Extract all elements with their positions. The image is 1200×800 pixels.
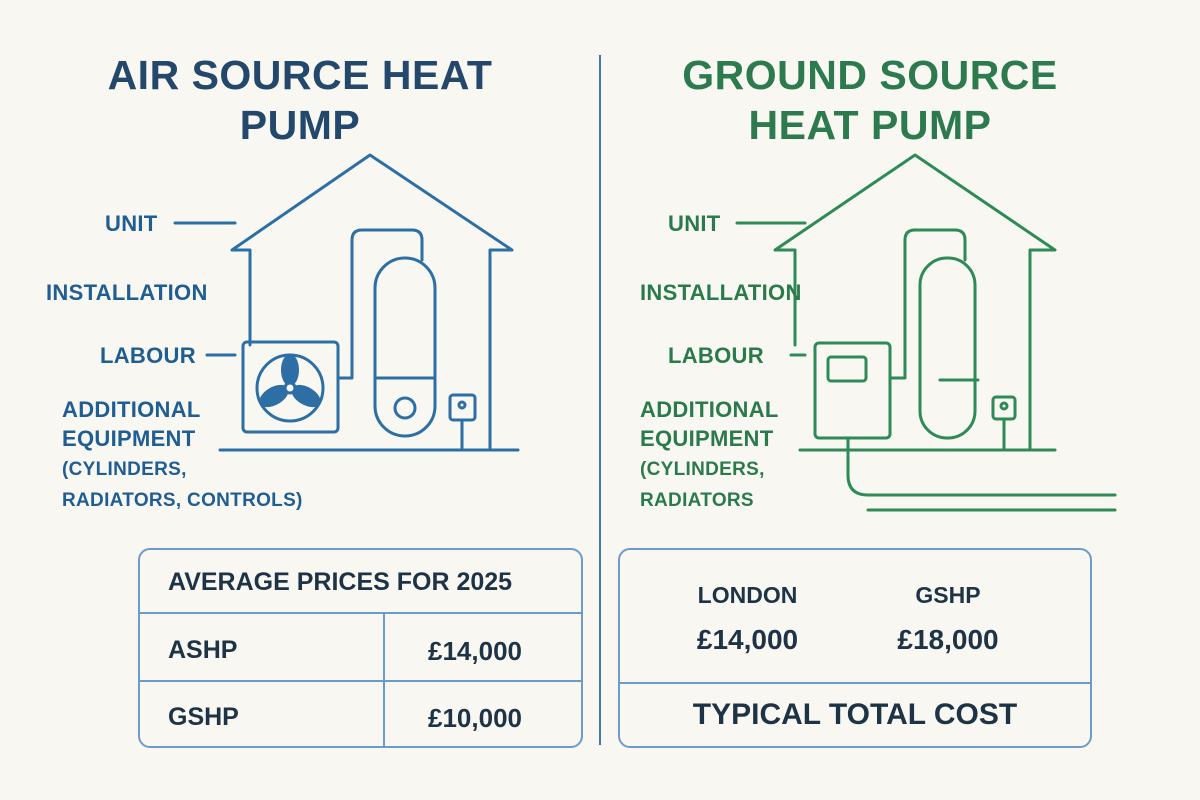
ashp-cylinder-dial-icon [393,396,417,420]
gshp-label-installation: INSTALLATION [640,280,802,305]
ashp-label-unit: UNIT [105,211,158,236]
gshp-title: GROUND SOURCE HEAT PUMP [640,50,1100,150]
london-value: £14,000 [696,624,799,655]
gshp-label-additional: ADDITIONAL EQUIPMENT (CYLINDERS, RADIATO… [640,395,779,515]
ashp-label-additional-line2: EQUIPMENT [62,426,196,451]
gshp-house-outline [773,153,1057,452]
london-header: LONDON [697,582,798,608]
ashp-title-line2: PUMP [239,102,361,148]
gshp-indoor-unit [813,341,892,440]
gshp-cylinder [918,256,977,440]
ashp-label-additional-line1: ADDITIONAL [62,397,201,422]
table-row-price: £14,000 [428,636,522,666]
typical-total-cost-label: TYPICAL TOTAL COST [692,698,1018,731]
table-row-name: GSHP [168,703,239,731]
ashp-title-line1: AIR SOURCE HEAT [107,52,493,98]
average-prices-table: AVERAGE PRICES FOR 2025 ASHP £14,000 GSH… [138,548,583,748]
ashp-fan-blades-icon [259,354,321,408]
ashp-outdoor-unit [241,340,340,434]
table-header-divider [140,612,581,614]
ashp-label-additional: ADDITIONAL EQUIPMENT (CYLINDERS, RADIATO… [62,395,303,515]
gshp-ground-pipe-upper [846,436,1117,497]
ashp-label-additional-line4: RADIATORS, CONTROLS) [62,490,303,511]
gshp-header: GSHP [915,582,981,608]
typical-cost-table: LONDON GSHP £14,000 £18,000 TYPICAL TOTA… [618,548,1092,748]
gshp-label-additional-line4: RADIATORS [640,490,754,511]
gshp-label-additional-line2: EQUIPMENT [640,426,774,451]
table-row-price: £10,000 [428,703,522,733]
ashp-label-additional-line3: (CYLINDERS, [62,459,187,480]
ashp-label-installation: INSTALLATION [46,280,208,305]
center-divider [599,55,601,745]
cost-table-divider [620,682,1090,684]
gshp-label-labour: LABOUR [668,343,764,368]
gshp-value: £18,000 [897,624,999,655]
table-row-divider [140,680,581,682]
ashp-label-labour: LABOUR [100,343,196,368]
table-column-divider [383,612,385,746]
gshp-label-additional-line3: (CYLINDERS, [640,459,765,480]
table-row-name: ASHP [168,636,238,664]
gshp-label-additional-line1: ADDITIONAL [640,397,779,422]
gshp-unit-display-icon [826,355,868,383]
gshp-title-line1: GROUND SOURCE [682,52,1058,98]
ashp-cylinder [373,256,437,438]
gshp-title-line2: HEAT PUMP [748,102,992,148]
table-header: AVERAGE PRICES FOR 2025 [168,568,513,596]
gshp-pipe-loop [888,228,967,380]
ashp-pipe-loop [336,228,424,380]
ashp-house-outline [230,153,514,452]
gshp-label-unit: UNIT [668,211,721,236]
ashp-title: AIR SOURCE HEAT PUMP [60,50,540,150]
